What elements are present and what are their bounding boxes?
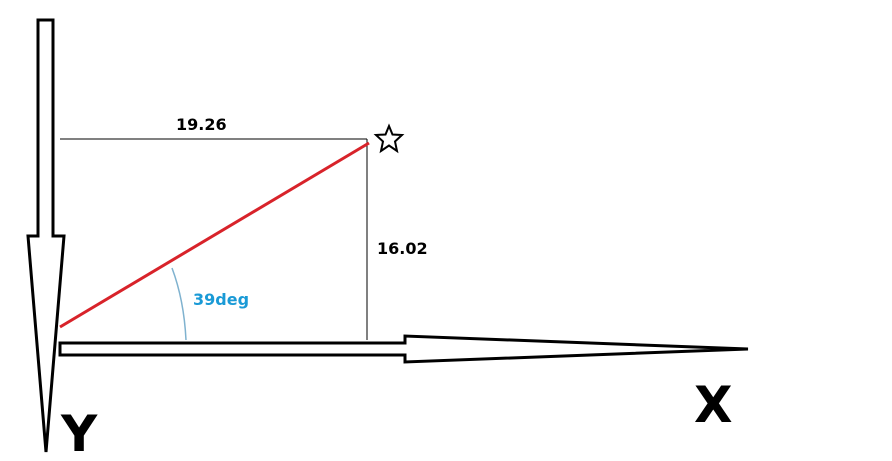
vertical-distance-label: 16.02	[377, 239, 428, 258]
x-axis-arrow	[58, 334, 749, 364]
horizontal-distance-label: 19.26	[176, 115, 227, 134]
x-axis-label: X	[694, 376, 733, 434]
star-icon	[373, 123, 405, 154]
angle-label: 39deg	[193, 290, 249, 309]
y-axis-label: Y	[60, 405, 98, 461]
vector-line	[59, 141, 370, 329]
angle-arc	[171, 267, 187, 341]
y-axis-arrow	[26, 18, 66, 453]
